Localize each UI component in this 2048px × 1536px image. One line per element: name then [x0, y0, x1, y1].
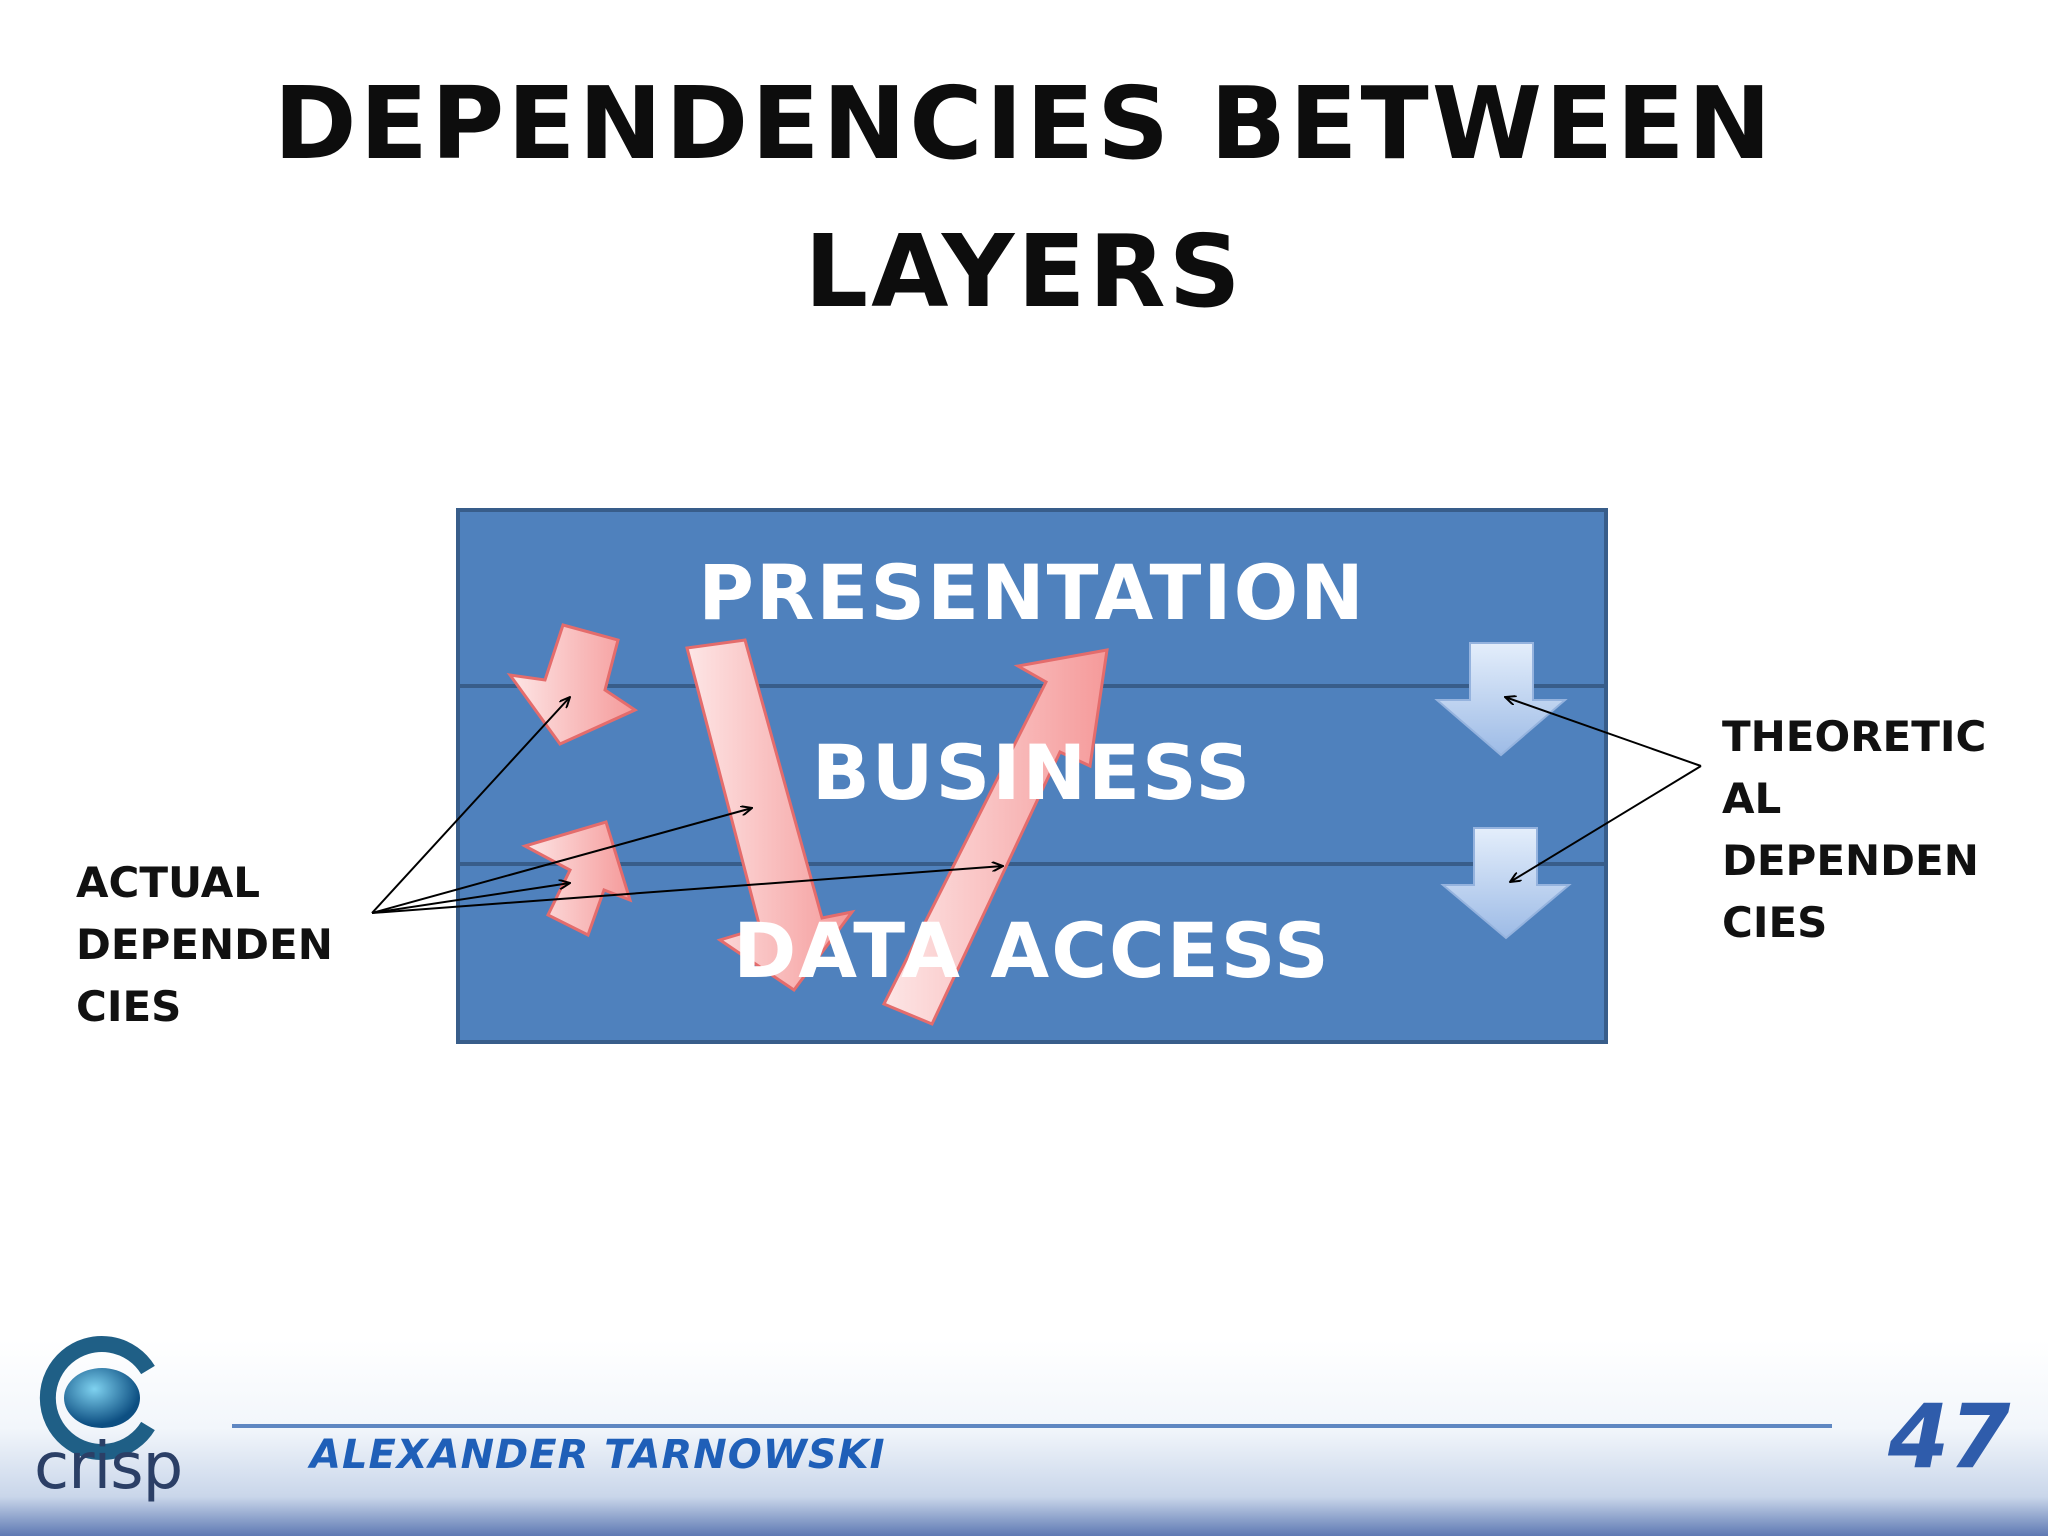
- theoretical-label-line-2: al: [1722, 774, 1782, 823]
- layer-label-presentation: Presentation: [698, 548, 1366, 637]
- slide-title-line-2: layers: [804, 213, 1244, 330]
- theoretical-label-line-1: Theoretic: [1722, 712, 1987, 761]
- layer-label-data-access: Data Access: [733, 906, 1331, 995]
- slide-title: Dependencies between layers: [0, 50, 2048, 346]
- actual-label-line-3: cies: [76, 982, 182, 1031]
- theoretical-arrow-lower: [1440, 827, 1572, 940]
- footer-divider: [232, 1424, 1832, 1428]
- actual-pointer-1: [371, 697, 570, 914]
- page-number: 47: [1888, 1385, 2011, 1488]
- actual-arrow-long-up: [881, 648, 1109, 1026]
- theoretical-arrow-upper: [1434, 642, 1568, 757]
- actual-pointer-4: [371, 866, 1003, 914]
- actual-arrow-long-down: [685, 638, 856, 993]
- actual-label-line-1: Actual: [76, 858, 261, 907]
- actual-pointer-3: [371, 883, 570, 914]
- crisp-logo-icon: [39, 1336, 155, 1460]
- author-name: Alexander Tarnowski: [310, 1432, 886, 1478]
- theoretical-pointer-1: [1505, 697, 1702, 767]
- actual-label-line-2: dependen: [76, 920, 333, 969]
- theoretical-label-line-4: cies: [1722, 898, 1828, 947]
- actual-arrow-small-down: [506, 623, 639, 746]
- theoretical-pointer-2: [1510, 765, 1702, 882]
- actual-arrow-small-up: [521, 820, 633, 938]
- actual-pointer-2: [371, 808, 752, 914]
- theoretical-dependencies-label: Theoretic al dependen cies: [1722, 706, 1986, 954]
- actual-dependencies-label: Actual dependen cies: [76, 852, 333, 1038]
- footer-band: [0, 1340, 2048, 1536]
- logo-wordmark: crisp: [34, 1430, 183, 1504]
- layer-label-business: Business: [811, 728, 1253, 817]
- slide-title-line-1: Dependencies between: [273, 65, 1775, 182]
- theoretical-label-line-3: dependen: [1722, 836, 1979, 885]
- layer-box-data-access: [456, 862, 1608, 1044]
